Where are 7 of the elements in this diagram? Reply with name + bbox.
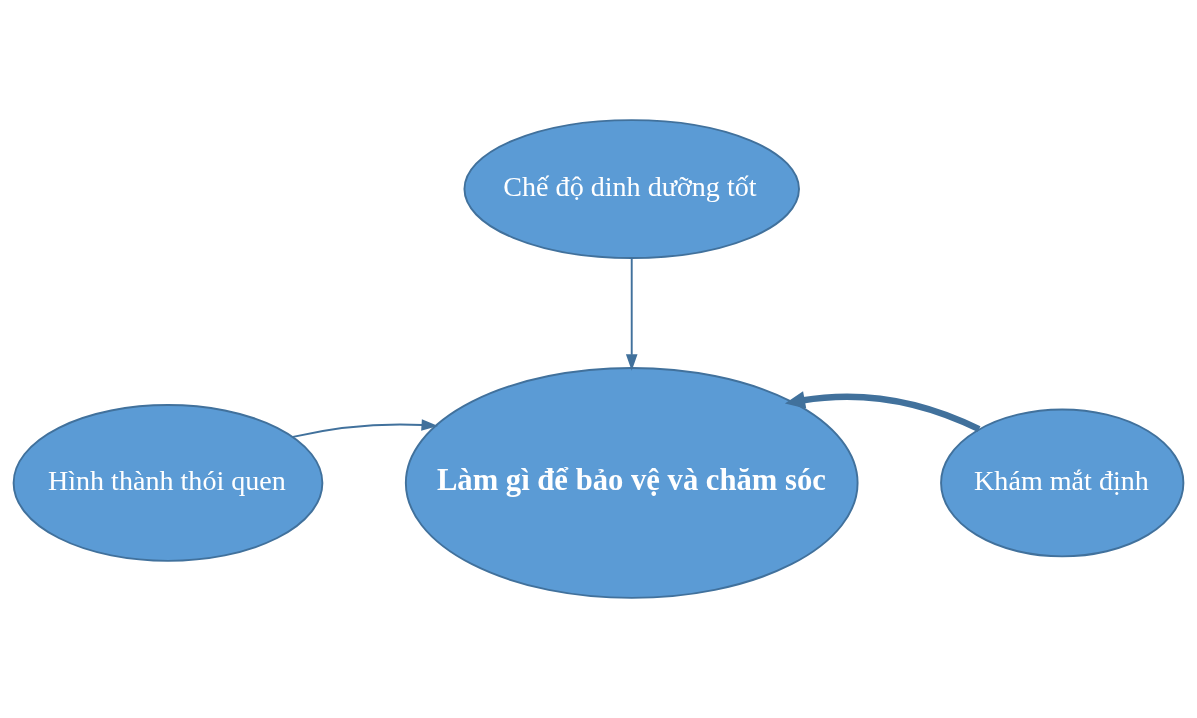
arrow — [292, 419, 439, 438]
node-ellipse: Khám mắt định — [940, 408, 1185, 558]
node-ellipse: Chế độ dinh dưỡng tốt — [463, 119, 800, 260]
arrow — [625, 257, 638, 371]
arrow — [784, 391, 981, 433]
node-ellipse: Làm gì để bảo vệ và chăm sóc — [404, 367, 859, 599]
node-ellipse: Hình thành thói quen — [12, 404, 324, 562]
